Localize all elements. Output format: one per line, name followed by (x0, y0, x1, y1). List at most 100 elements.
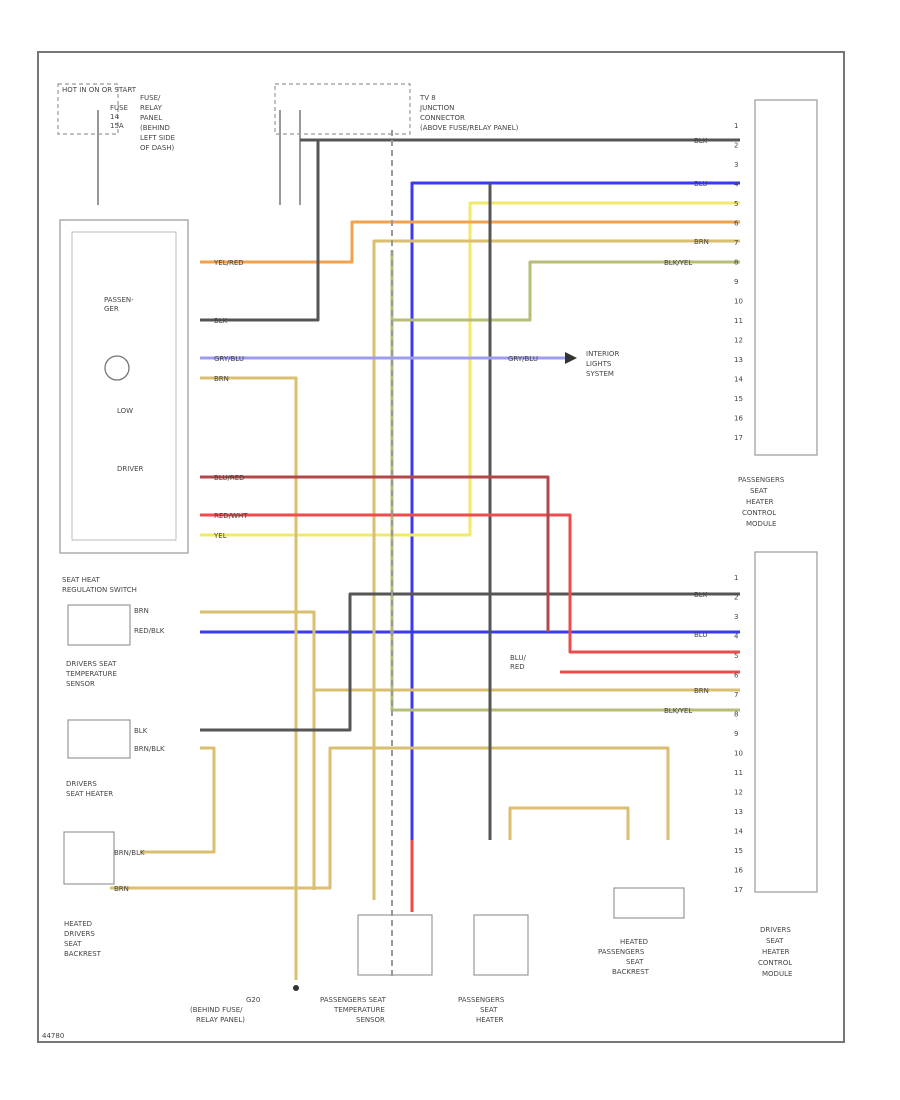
wire-red-wht (200, 513, 740, 654)
ground-point (293, 985, 299, 991)
hot-label: HOT IN ON OR START (62, 86, 137, 94)
wire-label-blk: BLK (214, 317, 228, 325)
pin-number: 17 (734, 886, 743, 894)
wire-brn-left (200, 376, 298, 980)
wire-label-brn-blk: BRN/BLK (134, 745, 165, 753)
wire-label-blu-red: BLU/RED (214, 474, 245, 482)
pin-number: 8 (734, 259, 738, 267)
wire-label-blk-yel-lower: BLK/YEL (664, 707, 692, 715)
wire-label-red-blk: RED/BLK (134, 627, 165, 635)
wire-blk-yel-upper (392, 260, 740, 322)
passenger-switch-label: PASSEN-GER (104, 296, 134, 313)
lamp-icon (104, 355, 130, 381)
wire-label-blk-top: BLK (694, 137, 708, 145)
pin-number: 6 (734, 220, 739, 228)
outer-frame (37, 51, 845, 1043)
wire-brn-upper (372, 239, 740, 900)
wire-label-brn-switch: BRN (134, 607, 149, 615)
pin-number: 11 (734, 769, 743, 777)
driver-seat-heater-box (67, 719, 131, 759)
pin-number: 12 (734, 789, 743, 797)
pin-number: 15 (734, 395, 743, 403)
pin-number: 5 (734, 652, 738, 660)
low-switch-label: LOW (117, 407, 133, 415)
wire-label-red-wht: RED/WHT (214, 512, 248, 520)
pin-number: 10 (734, 750, 743, 758)
pin-number: 1 (734, 122, 738, 130)
wire-label-blu-lower: BLU (694, 631, 707, 639)
wire-brn-pass (508, 806, 630, 840)
wire-label-yel-red: YEL/RED (213, 259, 244, 267)
wire-label-blk-heater: BLK (134, 727, 148, 735)
wire-label-brn-lower: BRN (694, 687, 709, 695)
wire-brn-backrest (110, 746, 670, 890)
pin-number: 13 (734, 356, 743, 364)
pin-number: 12 (734, 337, 743, 345)
pass-seat-heater-box (473, 914, 529, 976)
ground-label: G20(BEHIND FUSE/RELAY PANEL) (190, 996, 260, 1024)
pin-number: 9 (734, 730, 738, 738)
pin-number: 13 (734, 808, 743, 816)
pin-number: 14 (734, 376, 743, 384)
diagram-code: 44780 (42, 1032, 64, 1040)
wire-label-blu-top: BLU (694, 180, 707, 188)
pin-number: 17 (734, 434, 743, 442)
pin-number: 7 (734, 691, 738, 699)
switch-inner (71, 231, 177, 541)
passenger-module-box (754, 99, 818, 456)
wire-label-yel: YEL (213, 532, 227, 540)
pin-number: 1 (734, 574, 738, 582)
wire-brn-sensor (200, 610, 316, 890)
wire-label-brn-backrest: BRN (114, 885, 129, 893)
pin-number: 14 (734, 828, 743, 836)
pin-number: 11 (734, 317, 743, 325)
pin-number: 3 (734, 613, 738, 621)
pass-backrest-box (613, 887, 685, 919)
pin-number: 8 (734, 711, 738, 719)
wire-label-brn-blk-backrest: BRN/BLK (114, 849, 145, 857)
wire-label-blk-lower: BLK (694, 591, 708, 599)
pin-number: 2 (734, 594, 738, 602)
pin-number: 7 (734, 239, 738, 247)
pin-number: 16 (734, 415, 743, 423)
wire-label-blk-yel: BLK/YEL (664, 259, 692, 267)
fuse-block (57, 83, 119, 135)
tv8-connector (274, 83, 411, 135)
driver-module-box (754, 551, 818, 893)
pin-number: 5 (734, 200, 738, 208)
pin-number: 2 (734, 142, 738, 150)
wire-blk-driver (200, 592, 740, 732)
wire-label-gry-blu-right: GRY/BLU (508, 355, 538, 363)
wire-yel-red (200, 220, 740, 264)
pin-number: 3 (734, 161, 738, 169)
regulation-switch-box (67, 604, 131, 646)
driver-backrest-box (63, 831, 115, 885)
driver-switch-label: DRIVER (117, 465, 144, 473)
pass-temp-sensor-box (357, 914, 433, 976)
wire-label-gry-blu: GRY/BLU (214, 355, 244, 363)
pin-number: 15 (734, 847, 743, 855)
wire-yel (200, 201, 740, 537)
wire-brn-blk (140, 746, 216, 854)
pin-number: 6 (734, 672, 739, 680)
wire-label-brn: BRN (214, 375, 229, 383)
wire-blu (410, 181, 740, 840)
pin-number: 4 (734, 181, 739, 189)
switch-box (59, 219, 189, 554)
pin-number: 4 (734, 633, 739, 641)
